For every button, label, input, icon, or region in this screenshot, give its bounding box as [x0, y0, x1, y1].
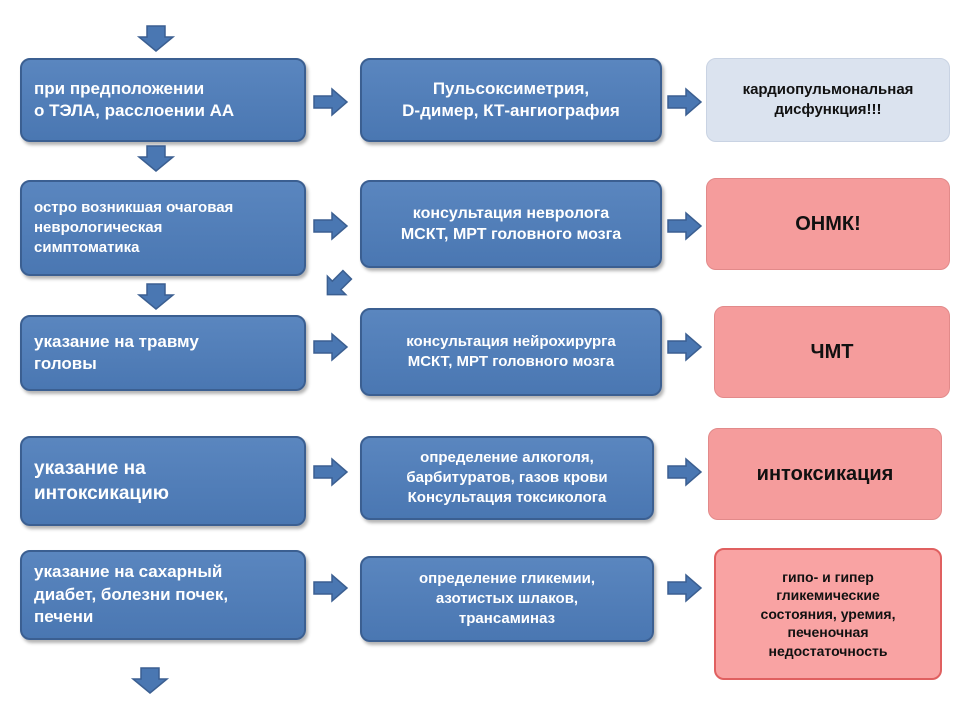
result-text: гипо- и гипер гликемические состояния, у…: [760, 568, 896, 659]
down-arrow-top: [136, 25, 176, 52]
result-text: интоксикация: [756, 462, 894, 485]
result-box-stroke: ОНМК!: [706, 178, 950, 270]
result-box-cardiopulmonary: кардиопульмональная дисфункция!!!: [706, 58, 950, 142]
condition-text: остро возникшая очаговая неврологическая…: [34, 199, 234, 256]
test-text: консультация нейрохирурга МСКТ, МРТ голо…: [406, 333, 616, 370]
diagonal-arrow: [318, 264, 358, 304]
right-arrow-r4-b: [667, 457, 703, 487]
down-arrow-bottom: [130, 667, 170, 694]
test-text: определение алкоголя, барбитуратов, газо…: [406, 449, 608, 506]
condition-text: при предположении о ТЭЛА, расслоении АА: [34, 78, 235, 120]
result-box-tbi: ЧМТ: [714, 306, 950, 398]
condition-box-head-trauma: указание на травму головы: [20, 315, 306, 391]
test-box-pulse-oximetry: Пульсоксиметрия, D-димер, КТ-ангиография: [360, 58, 662, 142]
down-arrow-row2: [136, 283, 176, 310]
condition-text: указание на травму головы: [34, 331, 199, 373]
result-text: кардиопульмональная дисфункция!!!: [742, 81, 914, 118]
condition-box-pe-dissection: при предположении о ТЭЛА, расслоении АА: [20, 58, 306, 142]
result-box-intoxication: интоксикация: [708, 428, 942, 520]
right-arrow-r5-b: [667, 573, 703, 603]
test-box-glycemia: определение гликемии, азотистых шлаков, …: [360, 556, 654, 642]
right-arrow-r4-a: [313, 457, 349, 487]
test-text: Пульсоксиметрия, D-димер, КТ-ангиография: [402, 78, 620, 120]
result-text: ЧМТ: [810, 340, 854, 363]
right-arrow-r2-a: [313, 211, 349, 241]
test-box-neurologist: консультация невролога МСКТ, МРТ головно…: [360, 180, 662, 268]
test-box-neurosurgeon: консультация нейрохирурга МСКТ, МРТ голо…: [360, 308, 662, 396]
test-box-toxicology: определение алкоголя, барбитуратов, газо…: [360, 436, 654, 520]
result-text: ОНМК!: [795, 212, 861, 235]
test-text: консультация невролога МСКТ, МРТ головно…: [400, 204, 622, 243]
down-arrow-row1: [136, 145, 176, 172]
right-arrow-r2-b: [667, 211, 703, 241]
right-arrow-r3-a: [313, 332, 349, 362]
result-box-metabolic: гипо- и гипер гликемические состояния, у…: [714, 548, 942, 680]
right-arrow-r5-a: [313, 573, 349, 603]
condition-text: указание на сахарный диабет, болезни поч…: [34, 562, 229, 627]
right-arrow-r1-b: [667, 87, 703, 117]
condition-text: указание на интоксикацию: [34, 457, 169, 504]
condition-box-intoxication: указание на интоксикацию: [20, 436, 306, 526]
right-arrow-r3-b: [667, 332, 703, 362]
test-text: определение гликемии, азотистых шлаков, …: [418, 570, 596, 627]
condition-box-neurologic: остро возникшая очаговая неврологическая…: [20, 180, 306, 276]
right-arrow-r1-a: [313, 87, 349, 117]
condition-box-diabetes: указание на сахарный диабет, болезни поч…: [20, 550, 306, 640]
